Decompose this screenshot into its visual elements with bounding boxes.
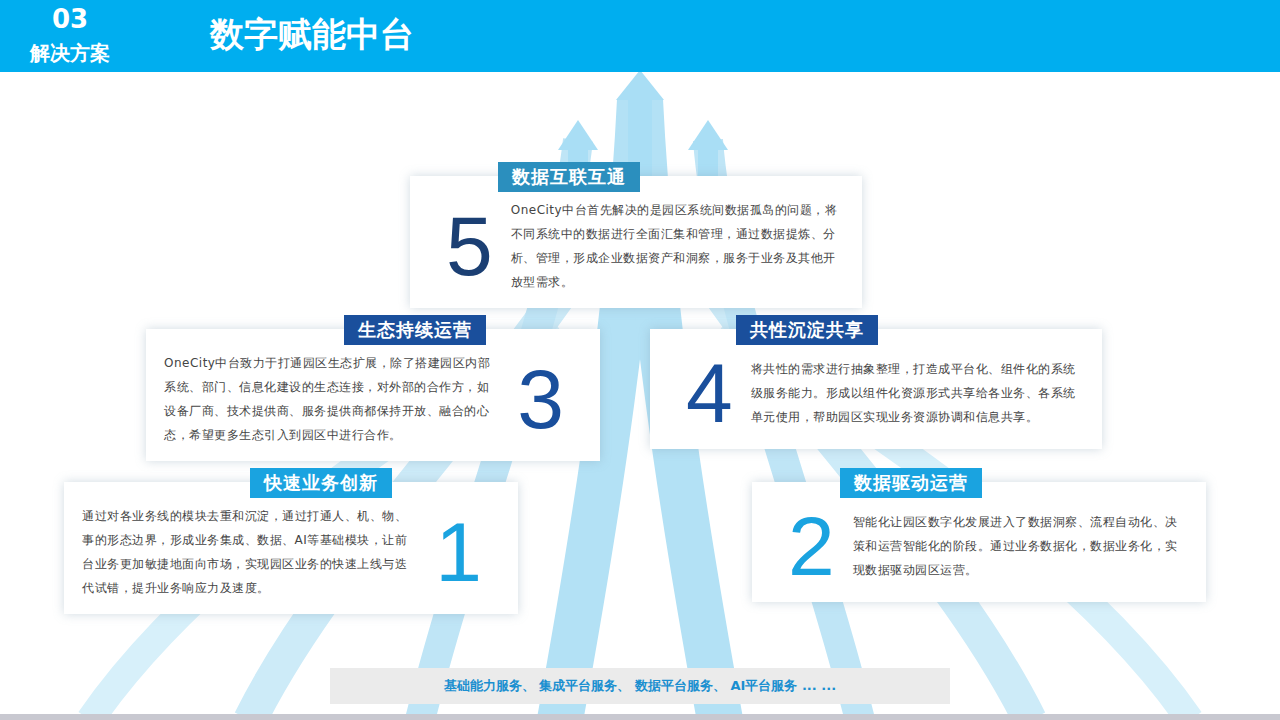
feature-card: 数据互联互通5OneCity中台首先解决的是园区系统间数据孤岛的问题，将不同系统… [410,176,862,308]
callout-number: 4 [668,351,751,435]
service-list: 基础能力服务、 集成平台服务、 数据平台服务、 AI平台服务 ... ... [444,677,836,695]
service-bar: 基础能力服务、 集成平台服务、 数据平台服务、 AI平台服务 ... ... [330,668,950,704]
callout-number: 1 [417,510,500,594]
callout-number: 3 [499,357,582,441]
page-title: 数字赋能中台 [210,12,414,58]
callout-number: 2 [770,504,853,588]
card-body: 智能化让园区数字化发展进入了数据洞察、流程自动化、决策和运营智能化的阶段。通过业… [853,510,1188,582]
card-body: OneCity中台致力于打通园区生态扩展，除了搭建园区内部系统、部门、信息化建设… [164,351,499,447]
card-body: OneCity中台首先解决的是园区系统间数据孤岛的问题，将不同系统中的数据进行全… [511,198,844,294]
feature-card: 快速业务创新1通过对各业务线的模块去重和沉淀，通过打通人、机、物、事的形态边界，… [64,482,518,614]
card-heading: 数据互联互通 [498,162,640,192]
feature-card: 共性沉淀共享4将共性的需求进行抽象整理，打造成平台化、组件化的系统级服务能力。形… [650,329,1102,449]
card-body: 通过对各业务线的模块去重和沉淀，通过打通人、机、物、事的形态边界，形成业务集成、… [82,504,417,600]
feature-card: 生态持续运营3OneCity中台致力于打通园区生态扩展，除了搭建园区内部系统、部… [146,329,600,461]
header-band [0,0,1280,72]
section-number: 03 [52,4,88,34]
bottom-rule [0,714,1280,720]
feature-card: 数据驱动运营2智能化让园区数字化发展进入了数据洞察、流程自动化、决策和运营智能化… [752,482,1206,602]
card-heading: 共性沉淀共享 [736,315,878,345]
card-heading: 数据驱动运营 [840,468,982,498]
card-body: 将共性的需求进行抽象整理，打造成平台化、组件化的系统级服务能力。形成以组件化资源… [751,357,1084,429]
fan-arrows [90,100,1190,720]
card-heading: 生态持续运营 [344,315,486,345]
callout-number: 5 [428,204,511,288]
card-heading: 快速业务创新 [250,468,392,498]
section-name: 解决方案 [30,40,110,67]
